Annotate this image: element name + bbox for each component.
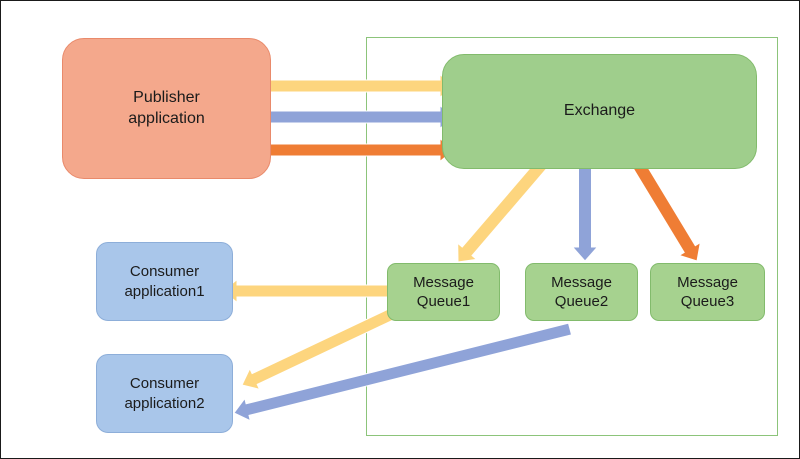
exchange: Exchange [442,54,757,169]
arrow-queue2-consumer2 [233,322,573,422]
message-queue-3: Message Queue3 [650,263,765,321]
message-queue-2: Message Queue2 [525,263,638,321]
arrow-queue1-consumer1 [222,278,391,304]
consumer-application-2: Consumer application2 [96,354,233,433]
broker-boundary [366,37,778,436]
arrow-exchange-queue1 [457,152,554,263]
message-queue-1: Message Queue1 [387,263,500,321]
arrow-publisher-exchange-yellow [263,73,455,99]
consumer-application-1: Consumer application1 [96,242,233,321]
arrow-exchange-queue2 [571,152,599,262]
arrow-publisher-exchange-orange [263,137,455,163]
arrow-publisher-exchange-blue [263,104,455,130]
arrow-queue1-consumer2 [241,306,398,391]
arrow-exchange-queue3 [627,152,701,262]
publisher-application: Publisher application [62,38,271,179]
